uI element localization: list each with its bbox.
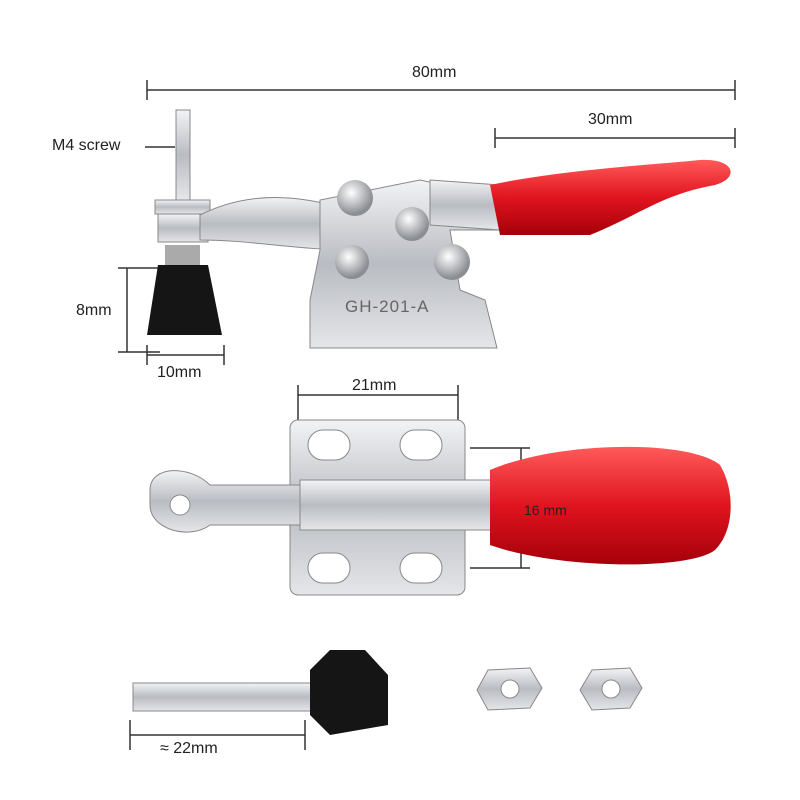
clamp-top-view — [149, 419, 731, 596]
rubber-pad — [147, 265, 222, 335]
clamp-side-view — [147, 109, 731, 349]
overall-length-label: 80mm — [412, 64, 457, 81]
pad-height-label: 8mm — [76, 302, 112, 319]
red-handle-top — [490, 446, 731, 565]
handle-length-label: 30mm — [588, 111, 633, 128]
handle-width-label: 16 mm — [524, 502, 567, 518]
red-handle — [490, 159, 731, 235]
threaded-screw — [175, 109, 191, 201]
base-width-label: 21mm — [352, 377, 397, 394]
screw-label: M4 screw — [52, 137, 121, 154]
pad-width-label: 10mm — [157, 364, 202, 381]
screw-length-label: ≈ 22mm — [160, 740, 218, 757]
model-marking: GH-201-A — [345, 297, 430, 316]
spare-screw — [132, 682, 314, 712]
spare-parts — [132, 650, 643, 735]
spare-rubber-pad — [310, 650, 388, 735]
